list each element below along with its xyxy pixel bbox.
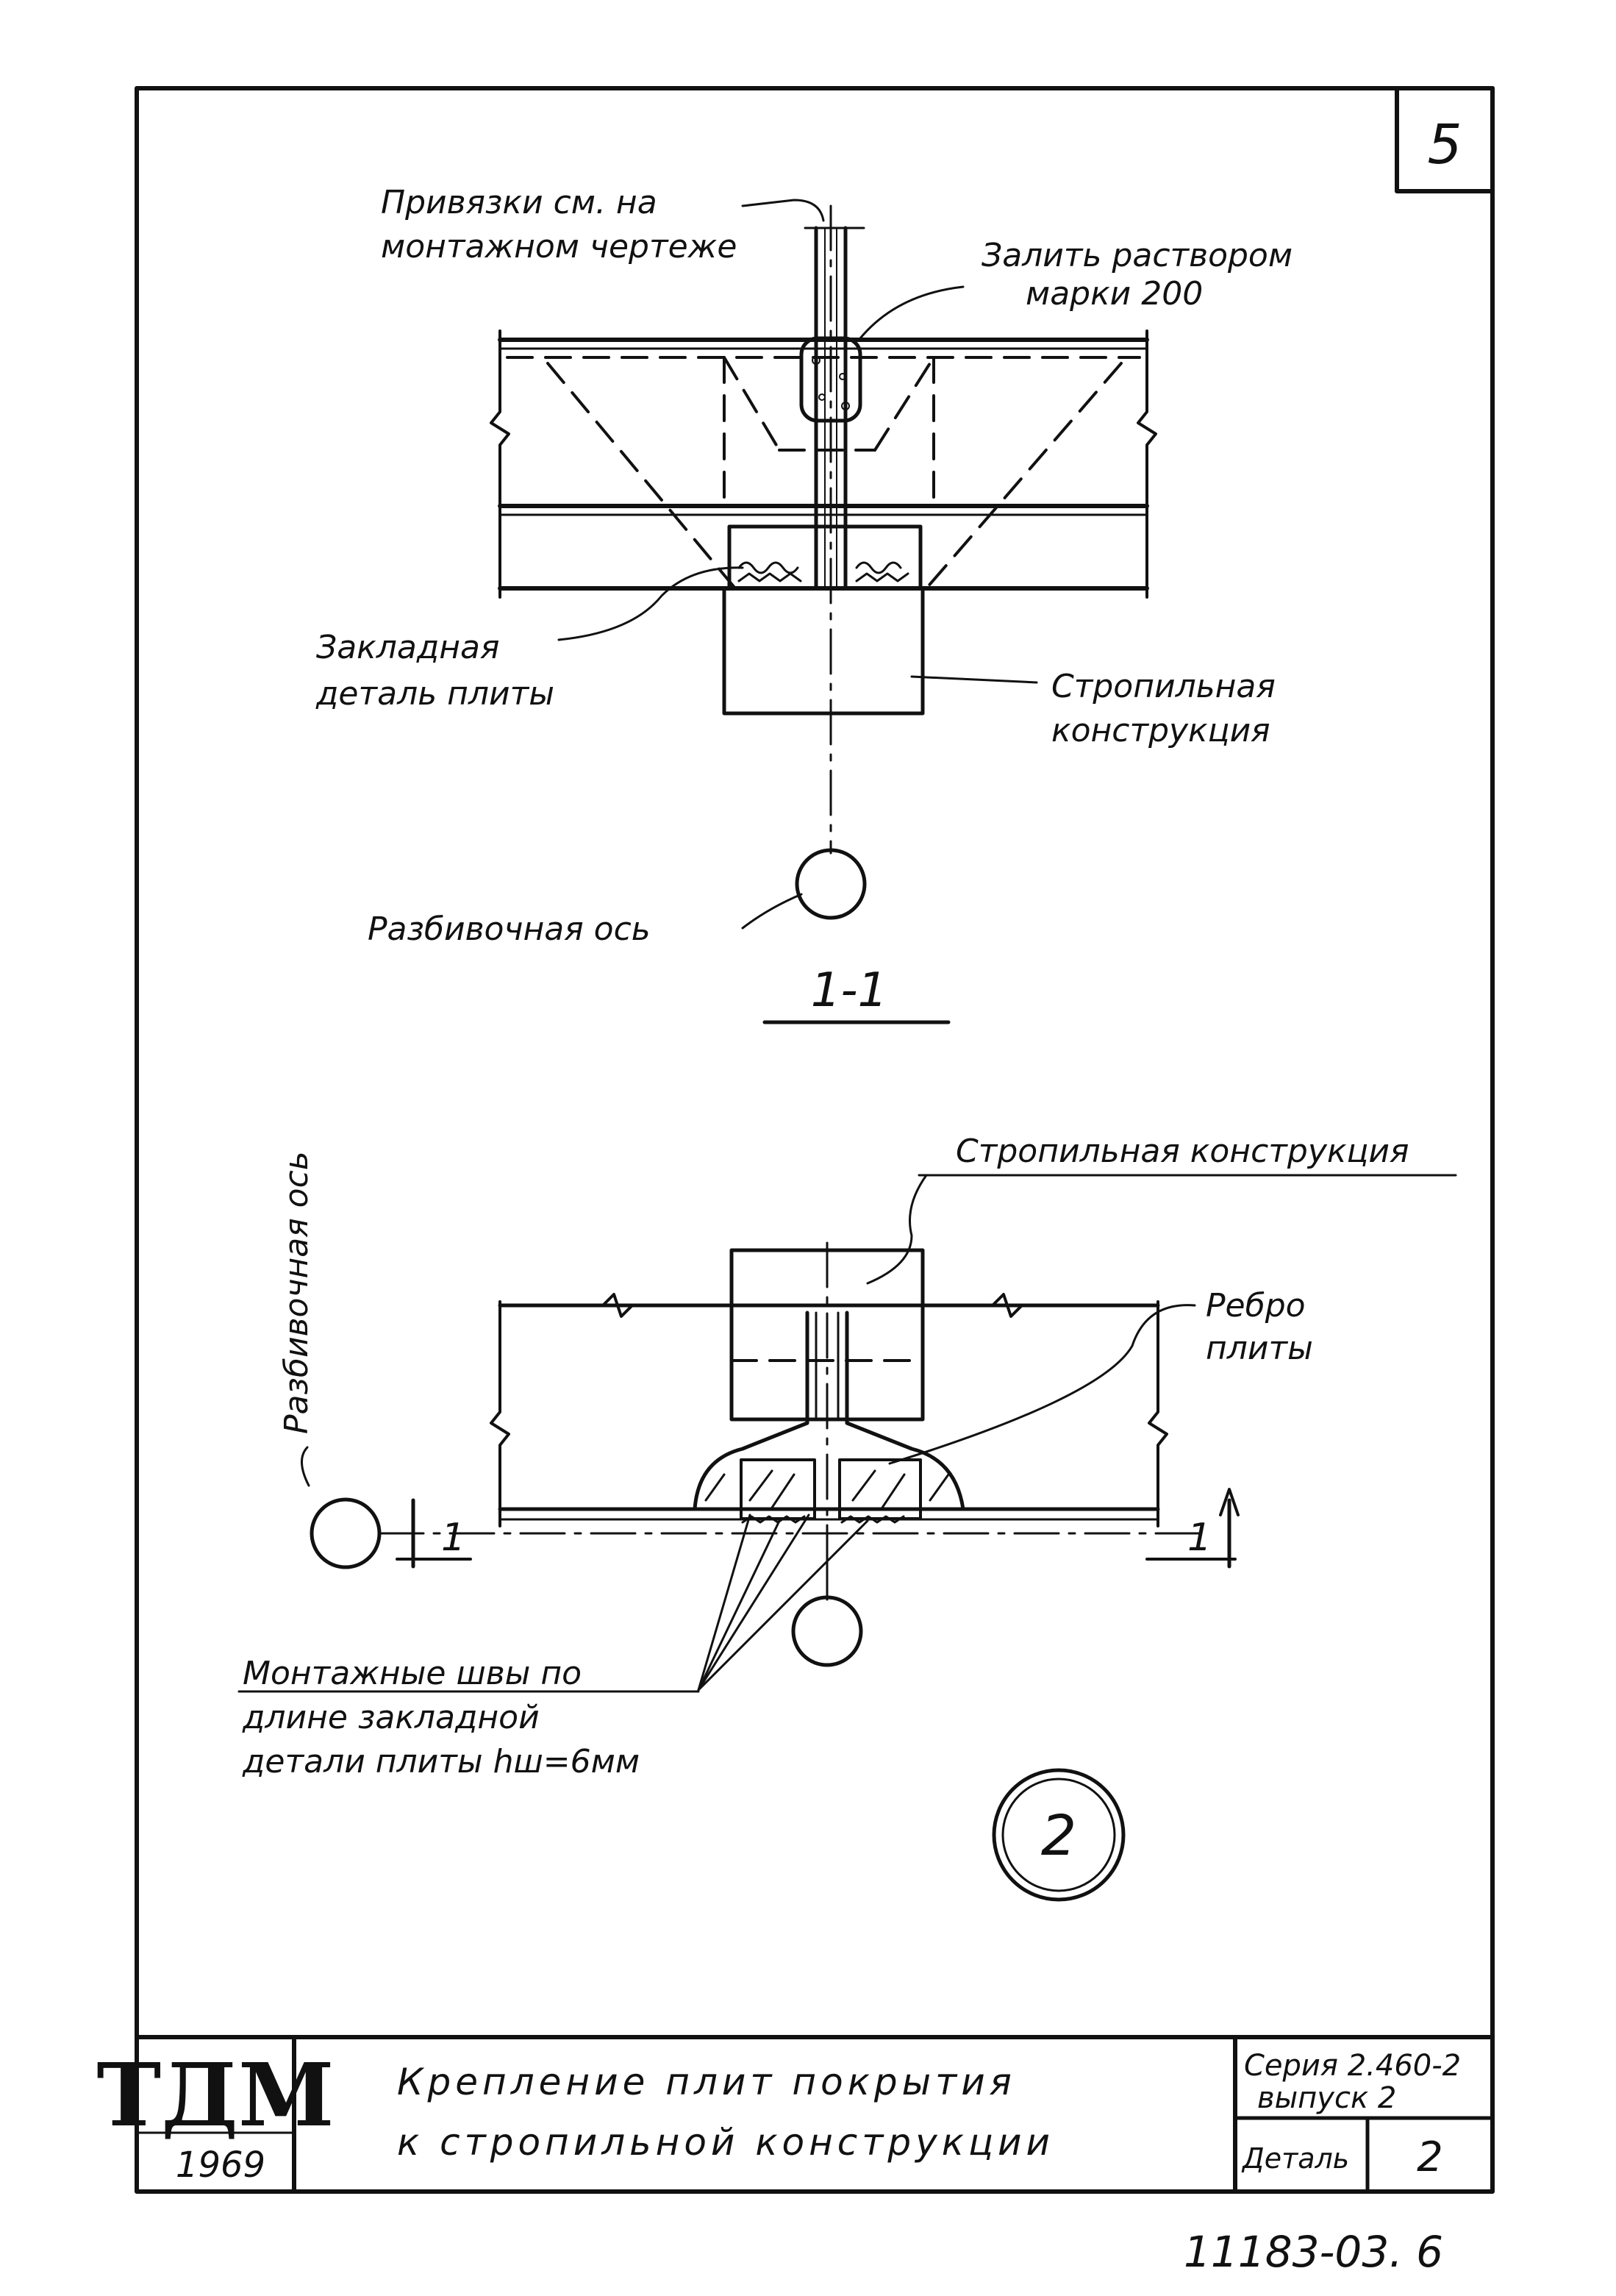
hidden-rib-lines [506,356,1141,590]
leader-axis-vertical [301,1446,310,1487]
page-number: 5 [1427,113,1462,177]
label-rafter-plan: Стропильная конструкция [956,1133,1409,1170]
weld-note-line2: длине закладной [242,1699,540,1736]
leader-embedded [557,566,744,641]
cut-mark-right: 1 [1187,1516,1212,1560]
section-view: Привязки см. на монтажном чертеже Залить… [315,184,1293,1024]
note-bindings-line1: Привязки см. на [381,184,657,221]
label-embedded-line2: деталь плиты [315,675,554,713]
label-rib-line1: Ребро [1206,1287,1306,1325]
label-rafter-line2: конструкция [1051,712,1270,749]
rafter-section [722,586,925,716]
weld-note-line1: Монтажные швы по [243,1655,582,1692]
axis-marker-section [795,848,867,920]
note-grout-line2: марки 200 [1026,275,1203,313]
weld-zone [693,1417,965,1511]
detail-number: 2 [1041,1803,1076,1868]
embedded-plate-left [740,1458,816,1520]
detail-circle-outer [992,1768,1126,1902]
plan-view: Разбивочная ось [237,1133,1457,1902]
drawing-number: 11183-03. 6 [1184,2227,1443,2277]
break-line-left [490,329,510,599]
series-line1: Серия 2.460-2 [1244,2049,1461,2083]
label-rafter-line1: Стропильная [1051,668,1276,705]
title-line2: к стропильной конструкции [397,2121,1054,2164]
break-line-right [1137,329,1157,599]
leader-grout [859,285,965,340]
leader-axis-section [741,893,803,930]
label-embedded-line1: Закладная [316,629,499,666]
grout-plug [799,336,862,423]
label-axis-vertical: Разбивочная ось [278,1151,315,1434]
section-title: 1-1 [811,963,888,1018]
series-line2: выпуск 2 [1257,2081,1396,2115]
label-axis-section: Разбивочная ось [368,910,651,948]
title-year: 1969 [176,2145,265,2186]
axis-marker-bottom [791,1595,863,1667]
leader-welds [697,1514,869,1691]
plan-break-right [1148,1300,1168,1527]
cut-mark-left: 1 [441,1516,465,1560]
label-rib-line2: плиты [1206,1330,1313,1367]
embedded-plate-right [838,1458,922,1520]
page-number-box [1395,86,1495,193]
note-grout-line1: Залить раствором [982,237,1293,274]
detail-label: Деталь [1241,2142,1349,2175]
weld-note-line3: детали плиты hш=6мм [242,1743,640,1780]
axis-marker-left [310,1497,382,1569]
title-line1: Крепление плит покрытия [397,2061,1016,2103]
leader-rib [888,1304,1196,1465]
detail-circle-inner [1001,1778,1116,1892]
note-bindings-line2: монтажном чертеже [381,228,737,265]
leader-rafter [910,675,1038,684]
leader-bindings [741,199,825,222]
tdm-logo: ТДМ [96,2044,334,2146]
sheet-frame [135,86,1495,2194]
title-block: ТДМ 1969 Крепление плит покрытия к строп… [96,2035,1495,2194]
plan-break-left [490,1300,510,1527]
detail-value: 2 [1417,2133,1443,2181]
leader-rafter-plan [866,1174,928,1285]
